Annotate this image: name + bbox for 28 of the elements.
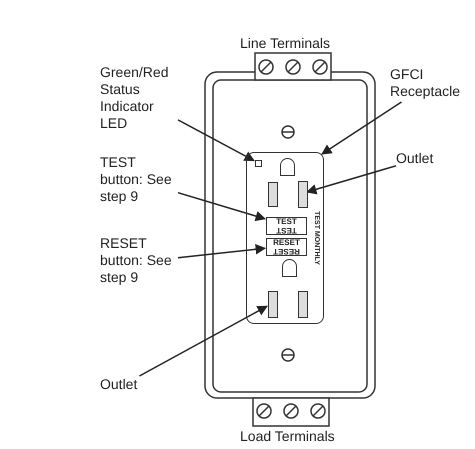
outlet-slot: [268, 182, 278, 207]
button-label: RESET: [272, 247, 301, 255]
leader-line: [306, 165, 396, 194]
callout-label: RESET button: See step 9: [100, 235, 178, 289]
receptacle-face: [246, 152, 324, 324]
leader-line: [139, 306, 268, 377]
button-label: RESET: [272, 239, 301, 247]
outlet-slot: [298, 291, 308, 318]
leader-line: [178, 192, 266, 222]
test-button: [266, 217, 307, 235]
callout-label: Outlet: [100, 376, 146, 394]
reset-button: [266, 238, 307, 256]
button-label: TEST: [275, 218, 298, 226]
leader-line: [178, 119, 255, 162]
ground-hole: [280, 158, 295, 176]
outlet-slot: [298, 181, 308, 208]
leader-line: [178, 244, 266, 258]
part-label: Load Terminals: [240, 428, 336, 445]
callout-label: GFCI Receptacle: [390, 66, 468, 102]
outlet-slot: [268, 291, 278, 318]
callout-label: Outlet: [396, 150, 442, 168]
part-label: Line Terminals: [240, 35, 332, 52]
callout-label: Green/Red Status Indicator LED: [100, 64, 178, 134]
led-indicator: [255, 160, 262, 167]
button-label: TEST: [275, 226, 298, 234]
leader-line: [321, 101, 402, 155]
callout-label: TEST button: See step 9: [100, 154, 178, 208]
ground-hole: [282, 259, 297, 277]
